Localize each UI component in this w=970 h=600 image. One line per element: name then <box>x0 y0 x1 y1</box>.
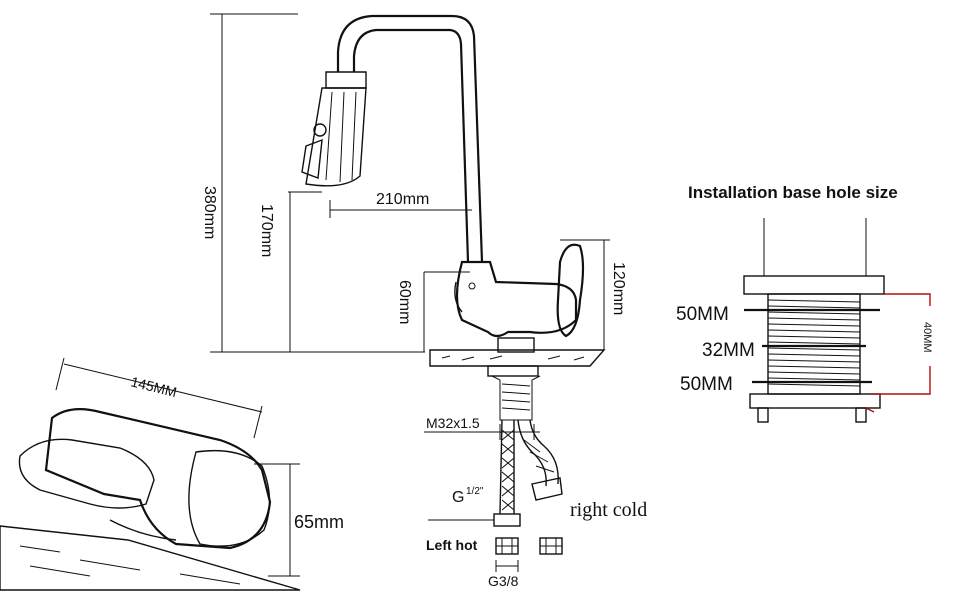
mounting-shank <box>491 375 541 421</box>
body-left-curve <box>454 281 463 313</box>
depth-top-marker <box>884 293 931 306</box>
cold-adapter <box>539 537 563 555</box>
hole-bottom-plate <box>749 393 881 409</box>
body-detail-drawing: 145MM 65mm <box>0 357 344 591</box>
left-hot-label: Left hot <box>426 537 478 553</box>
shank-thread <box>501 383 531 411</box>
body-screw <box>468 282 476 290</box>
detail-body-front <box>18 438 155 509</box>
handle-height-label: 120mm <box>610 262 627 315</box>
hole-right-foot <box>855 407 867 423</box>
sprayer-head <box>305 87 367 187</box>
faucet-body <box>455 260 578 338</box>
spout-reach-label: 210mm <box>376 191 429 208</box>
bottom-diameter-label: 50MM <box>680 374 733 395</box>
faucet-drawing: 380mm 170mm 210mm 60mm 120mm M32x1.5 G 1… <box>201 13 647 589</box>
detail-length-dimension-line <box>63 363 263 413</box>
detail-countertop <box>0 525 301 591</box>
hole-thread-lines <box>767 299 861 387</box>
hot-hose <box>499 419 515 515</box>
hose-fitting-base-label: G <box>452 489 464 506</box>
hot-hose-braid <box>501 429 515 511</box>
spout-tube-inner <box>352 28 470 263</box>
detail-body-outline <box>44 407 272 550</box>
lever-handle <box>556 243 585 338</box>
countertop-hatching <box>441 355 585 361</box>
adapter-size-label: G3/8 <box>488 573 519 589</box>
depth-label: 40MM <box>921 322 933 353</box>
detail-handle <box>188 449 271 547</box>
sprayer-toggle <box>313 123 327 137</box>
total-height-label: 380mm <box>201 186 218 239</box>
detail-length-label: 145MM <box>129 373 178 400</box>
cold-hose <box>517 419 559 487</box>
cold-hose-end <box>531 477 563 501</box>
sprayer-button <box>301 138 323 179</box>
hole-top-plate <box>743 275 885 295</box>
depth-foot-marker <box>865 407 875 413</box>
right-cold-label: right cold <box>570 499 647 521</box>
base-ring <box>497 337 535 353</box>
hot-adapter <box>495 537 519 555</box>
middle-diameter-label: 32MM <box>702 340 755 361</box>
base-hole-drawing: Installation base hole size 50MM 32MM 50… <box>676 183 933 423</box>
base-hole-title: Installation base hole size <box>688 183 898 202</box>
detail-length-tick-right <box>253 405 263 439</box>
hose-fitting-fraction-label: 1/2" <box>466 486 484 497</box>
thread-size-label: M32x1.5 <box>426 415 480 431</box>
sprayer-collar <box>325 71 367 89</box>
spout-tube-outer <box>336 14 484 263</box>
cold-hose-braid <box>523 439 555 473</box>
sprayer-grooves <box>325 91 357 183</box>
hot-hose-nut <box>493 513 521 527</box>
hole-left-foot <box>757 407 769 423</box>
depth-bottom-marker <box>872 366 931 395</box>
detail-length-tick-left <box>55 357 65 391</box>
detail-base-curve <box>109 519 177 541</box>
detail-height-label: 65mm <box>294 512 344 532</box>
body-height-label: 60mm <box>396 280 413 324</box>
spout-height-label: 170mm <box>258 204 275 257</box>
detail-countertop-texture <box>19 545 241 585</box>
mounting-nut <box>487 365 539 377</box>
countertop <box>429 349 606 367</box>
top-diameter-label: 50MM <box>676 304 729 325</box>
